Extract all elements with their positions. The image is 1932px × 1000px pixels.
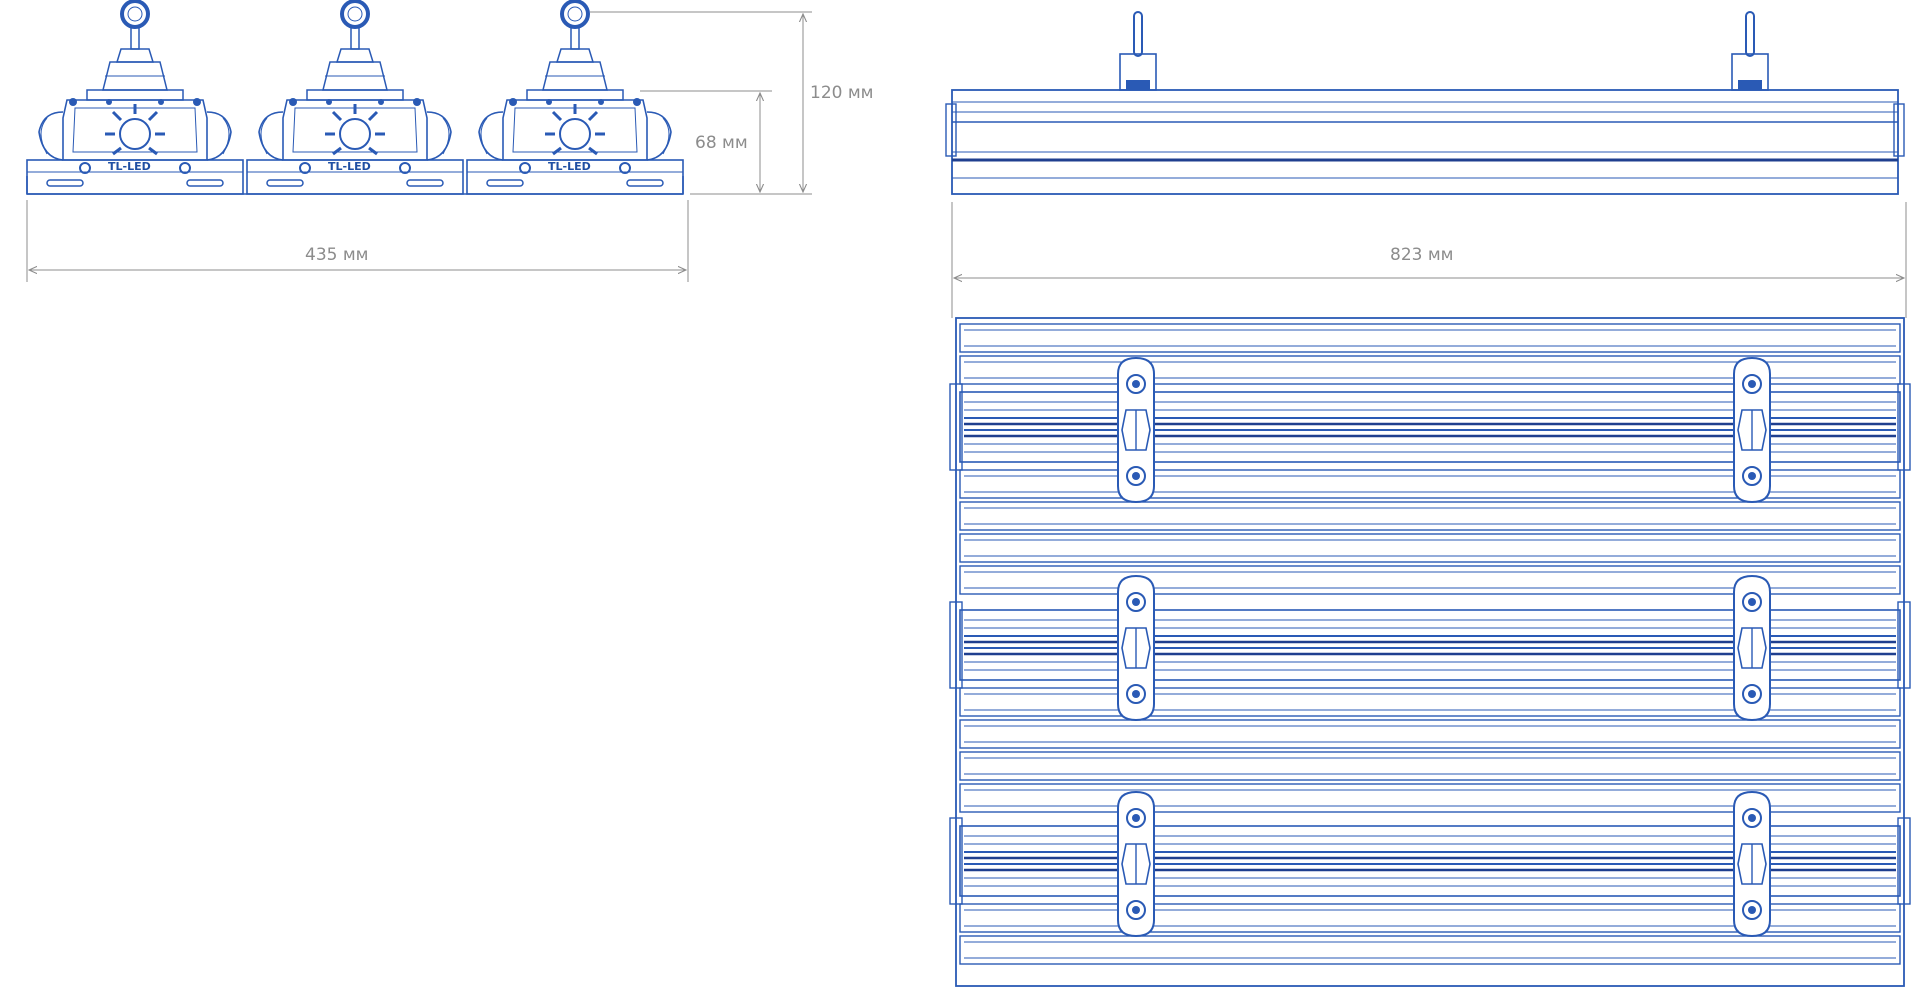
dimension-label-120: 120 мм: [810, 83, 874, 103]
bracket-1-right: [1733, 357, 1771, 503]
side-view: [945, 11, 1905, 195]
dimension-label-823: 823 мм: [1390, 245, 1454, 265]
bracket-3-right: [1733, 791, 1771, 937]
dimension-height-body: 68 мм: [640, 90, 772, 192]
dimension-width: 435 мм: [26, 200, 689, 282]
logo-text-3: TL-LED: [548, 160, 591, 173]
top-view: [949, 317, 1911, 987]
hanging-bolt-right: [1731, 11, 1769, 91]
cross-section-view: TL-LED TL-LED TL-LED: [25, 0, 685, 196]
bracket-3-left: [1117, 791, 1155, 937]
bracket-1-left: [1117, 357, 1155, 503]
bracket-2-right: [1733, 575, 1771, 721]
hanging-bolt-left: [1119, 11, 1157, 91]
bracket-2-left: [1117, 575, 1155, 721]
dimension-height-total: 120 мм: [590, 11, 874, 195]
dimension-label-68: 68 мм: [695, 133, 748, 153]
dimension-length: 823 мм: [951, 202, 1907, 318]
logo-text-2: TL-LED: [328, 160, 371, 173]
dimension-label-435: 435 мм: [305, 245, 369, 265]
logo-text-1: TL-LED: [108, 160, 151, 173]
